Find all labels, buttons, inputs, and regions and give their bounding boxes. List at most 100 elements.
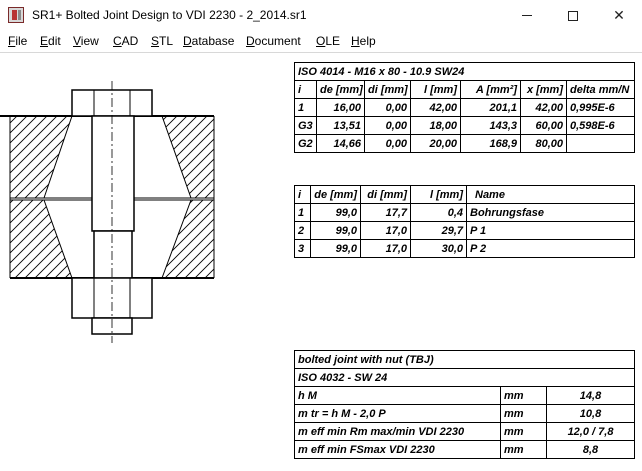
table-cell: mm: [500, 422, 547, 441]
table-cell: 99,0: [310, 203, 361, 222]
table-cell: P 1: [466, 221, 635, 240]
bolt-shank: [91, 115, 135, 279]
table-row: 1 99,0 17,7 0,4 Bohrungsfase: [294, 203, 635, 222]
bolt-table-title-row: ISO 4014 - M16 x 80 - 10.9 SW24: [293, 62, 636, 81]
nut-table: bolted joint with nut (TBJ) ISO 4032 - S…: [294, 350, 635, 459]
table-cell: m tr = h M - 2,0 P: [294, 404, 501, 423]
table-cell: G3: [294, 116, 317, 135]
header-cell: l [mm]: [410, 80, 461, 99]
table-row: 1 16,00 0,00 42,00 201,1 42,00 0,995E-6: [294, 98, 636, 117]
menu-document[interactable]: Document: [246, 34, 301, 48]
header-cell: di [mm]: [360, 185, 411, 204]
table-cell: 17,7: [360, 203, 411, 222]
table-cell: 18,00: [410, 116, 461, 135]
table-row: h M mm 14,8: [294, 386, 635, 405]
table-cell: 168,9: [460, 134, 521, 153]
header-cell: di [mm]: [364, 80, 411, 99]
table-cell: 14,66: [316, 134, 365, 153]
table-row: 3 99,0 17,0 30,0 P 2: [294, 239, 635, 258]
table-row: m tr = h M - 2,0 P mm 10,8: [294, 404, 635, 423]
header-cell: de [mm]: [316, 80, 365, 99]
bolt-table-header-row: i de [mm] di [mm] l [mm] A [mm²] x [mm] …: [294, 80, 636, 99]
table-cell: mm: [500, 440, 547, 459]
window-title: SR1+ Bolted Joint Design to VDI 2230 - 2…: [32, 8, 307, 22]
menu-file[interactable]: File: [8, 34, 28, 48]
close-button[interactable]: ✕: [596, 0, 642, 31]
table-cell: 99,0: [310, 221, 361, 240]
title-bar[interactable]: SR1+ Bolted Joint Design to VDI 2230 - 2…: [0, 0, 642, 31]
menu-help[interactable]: Help: [351, 34, 376, 48]
minimize-icon: [522, 15, 532, 16]
table-cell: Bohrungsfase: [466, 203, 635, 222]
bolted-joint-drawing: [0, 81, 215, 343]
table-cell: 42,00: [410, 98, 461, 117]
table-cell: P 2: [466, 239, 635, 258]
menu-cad[interactable]: CAD: [113, 34, 139, 48]
bolt-table: ISO 4014 - M16 x 80 - 10.9 SW24 i de [mm…: [293, 62, 636, 153]
table-cell: 80,00: [520, 134, 567, 153]
nut-table-subtitle: ISO 4032 - SW 24: [294, 368, 635, 387]
table-cell: 17,0: [360, 221, 411, 240]
table-cell: h M: [294, 386, 501, 405]
table-cell: 0,00: [364, 134, 411, 153]
table-cell: 14,8: [546, 386, 635, 405]
menu-separator: [0, 52, 642, 53]
table-cell: 20,00: [410, 134, 461, 153]
menu-database[interactable]: Database: [183, 34, 235, 48]
table-cell: 60,00: [520, 116, 567, 135]
table-cell: m eff min Rm max/min VDI 2230: [294, 422, 501, 441]
table-row: G2 14,66 0,00 20,00 168,9 80,00: [294, 134, 636, 153]
table-cell: 3: [294, 239, 311, 258]
table-cell: 8,8: [546, 440, 635, 459]
table-cell: 0,00: [364, 98, 411, 117]
table-cell: mm: [500, 386, 547, 405]
header-cell: i: [294, 185, 311, 204]
bolt-table-title: ISO 4014 - M16 x 80 - 10.9 SW24: [293, 62, 636, 81]
table-row: m eff min FSmax VDI 2230 mm 8,8: [294, 440, 635, 459]
table-cell: 1: [294, 98, 317, 117]
header-cell: Name: [466, 185, 635, 204]
table-row: G3 13,51 0,00 18,00 143,3 60,00 0,598E-6: [294, 116, 636, 135]
close-icon: ✕: [613, 7, 625, 23]
header-cell: de [mm]: [310, 185, 361, 204]
header-cell: i: [294, 80, 317, 99]
table-cell: 143,3: [460, 116, 521, 135]
table-cell: 10,8: [546, 404, 635, 423]
header-cell: l [mm]: [410, 185, 467, 204]
table-cell: 29,7: [410, 221, 467, 240]
table-cell: 1: [294, 203, 311, 222]
table-row: m eff min Rm max/min VDI 2230 mm 12,0 / …: [294, 422, 635, 441]
table-cell: 17,0: [360, 239, 411, 258]
table-cell: 201,1: [460, 98, 521, 117]
plate-table: i de [mm] di [mm] l [mm] Name 1 99,0 17,…: [294, 185, 635, 258]
table-cell: 42,00: [520, 98, 567, 117]
table-cell: 16,00: [316, 98, 365, 117]
table-cell: [565, 134, 636, 153]
table-cell: 99,0: [310, 239, 361, 258]
table-cell: 12,0 / 7,8: [546, 422, 635, 441]
maximize-icon: [568, 10, 578, 21]
table-cell: G2: [294, 134, 317, 153]
plate-table-header-row: i de [mm] di [mm] l [mm] Name: [294, 185, 635, 204]
table-cell: mm: [500, 404, 547, 423]
table-cell: 0,995E-6: [565, 98, 636, 117]
nut-table-subtitle-row: ISO 4032 - SW 24: [294, 368, 635, 387]
minimize-button[interactable]: [504, 0, 550, 31]
menu-bar: File Edit View CAD STL Database Document…: [0, 31, 642, 51]
table-cell: 13,51: [316, 116, 365, 135]
header-cell: x [mm]: [520, 80, 567, 99]
table-cell: m eff min FSmax VDI 2230: [294, 440, 501, 459]
menu-edit[interactable]: Edit: [40, 34, 61, 48]
header-cell: A [mm²]: [460, 80, 521, 99]
table-cell: 0,00: [364, 116, 411, 135]
nut-table-title: bolted joint with nut (TBJ): [294, 350, 635, 369]
table-row: 2 99,0 17,0 29,7 P 1: [294, 221, 635, 240]
header-cell: delta mm/N: [565, 80, 636, 99]
menu-view[interactable]: View: [73, 34, 99, 48]
maximize-button[interactable]: [550, 0, 596, 31]
app-icon: [8, 7, 24, 23]
table-cell: 0,598E-6: [565, 116, 636, 135]
menu-stl[interactable]: STL: [151, 34, 174, 48]
table-cell: 30,0: [410, 239, 467, 258]
menu-ole[interactable]: OLE: [316, 34, 341, 48]
